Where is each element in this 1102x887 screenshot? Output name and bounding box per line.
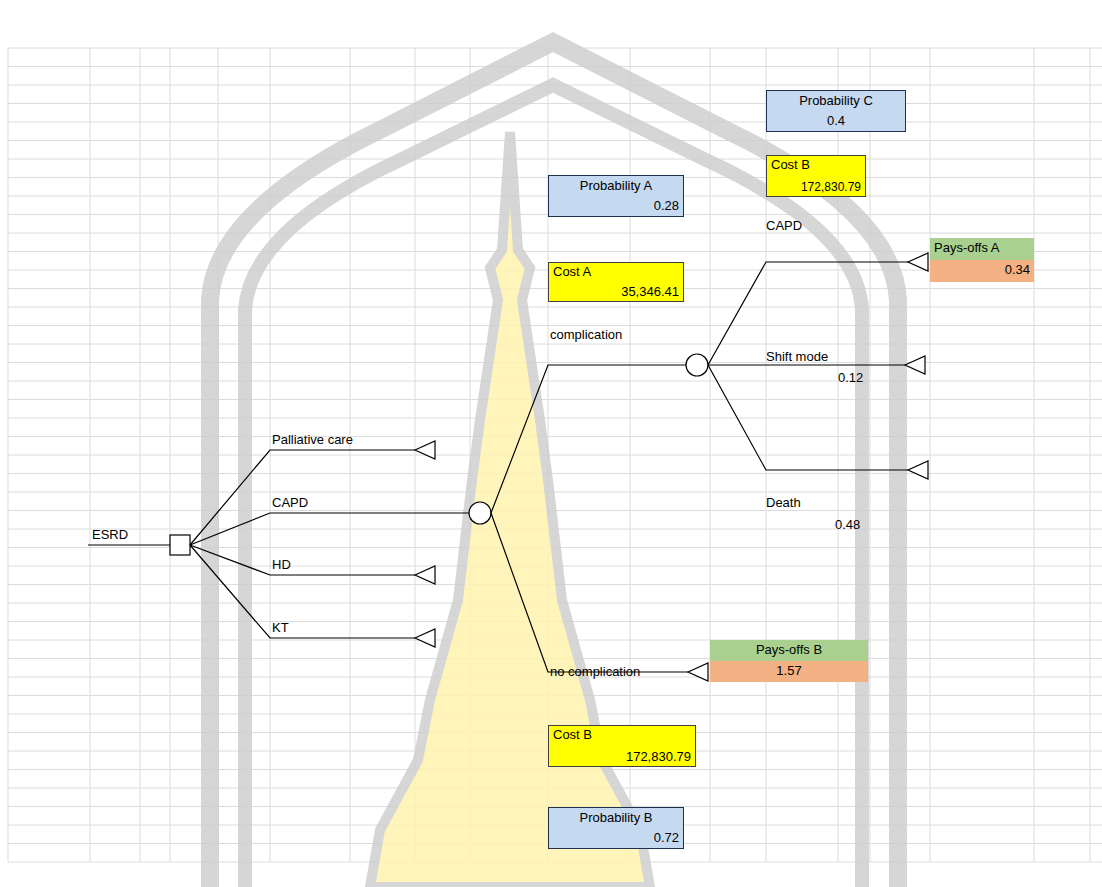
branch-label: CAPD	[272, 495, 308, 511]
tree-branch	[491, 513, 688, 672]
box-value: 0.72	[553, 830, 679, 846]
grid-line	[8, 66, 1102, 67]
tree-branch	[190, 450, 415, 545]
decision-square	[170, 535, 190, 555]
probability-box: Probability A 0.28	[548, 175, 684, 217]
grid-line	[8, 399, 1102, 400]
box-title: Pays-offs A	[930, 238, 1034, 260]
branch-label: complication	[550, 327, 622, 343]
branch-label: CAPD	[766, 218, 802, 234]
watermark-spire	[370, 132, 650, 887]
grid-line	[8, 455, 1102, 456]
branch-label: 0.48	[835, 517, 860, 533]
terminal-triangle	[415, 629, 435, 647]
branch-label: no complication	[550, 664, 640, 680]
payoff-box: Pays-offs A0.34	[930, 238, 1034, 282]
grid-line	[8, 418, 1102, 419]
branch-label: Death	[766, 495, 801, 511]
box-title: Probability C	[771, 93, 901, 109]
box-value: 172,830.79	[771, 179, 861, 195]
box-value: 1.57	[710, 661, 868, 682]
box-title: Pays-offs B	[710, 640, 868, 661]
terminal-triangle	[908, 461, 928, 479]
terminal-triangle	[908, 253, 928, 271]
branch-label: Palliative care	[272, 432, 353, 448]
cost-box: Cost B 172,830.79	[766, 155, 866, 197]
grid-line	[8, 492, 1102, 493]
grid-line	[8, 344, 1102, 345]
box-value: 0.28	[553, 198, 679, 214]
tree-branch	[708, 365, 908, 470]
box-title: Cost B	[771, 157, 861, 173]
box-title: Probability A	[553, 178, 679, 194]
cost-box: Cost A 35,346.41	[548, 262, 684, 302]
terminal-triangle	[415, 441, 435, 459]
grid-line	[8, 307, 1102, 308]
decision-tree	[88, 253, 928, 681]
probability-box: Probability C 0.4	[766, 90, 906, 132]
tree-branch	[190, 513, 469, 545]
terminal-triangle	[415, 566, 435, 584]
tree-branch	[491, 365, 686, 513]
spreadsheet-grid	[8, 48, 1102, 862]
grid-line	[8, 325, 1102, 326]
grid-line	[8, 473, 1102, 474]
box-title: Probability B	[553, 810, 679, 826]
cost-box: Cost B 172,830.79	[548, 725, 696, 767]
probability-box: Probability B 0.72	[548, 807, 684, 849]
box-title: Cost B	[553, 727, 691, 743]
branch-label: KT	[272, 620, 289, 636]
branch-label: HD	[272, 557, 291, 573]
branch-label: Shift mode	[766, 349, 828, 365]
tree-branch	[708, 262, 908, 365]
box-title: Cost A	[553, 264, 679, 280]
tree-branch	[708, 364, 905, 365]
watermark-arch	[245, 85, 862, 887]
grid-line	[8, 436, 1102, 437]
watermark-arch	[210, 42, 898, 887]
payoff-box: Pays-offs B1.57	[710, 640, 868, 682]
grid-line	[8, 159, 1102, 160]
grid-line	[8, 122, 1102, 123]
branch-label: 0.12	[838, 370, 863, 386]
grid-line	[8, 140, 1102, 141]
terminal-triangle	[688, 663, 708, 681]
chance-circle	[469, 502, 491, 524]
box-value: 0.4	[771, 113, 901, 129]
chance-circle	[686, 354, 708, 376]
box-value: 35,346.41	[553, 284, 679, 300]
grid-line	[8, 381, 1102, 382]
tree-branch	[88, 544, 170, 545]
grid-line	[8, 103, 1102, 104]
branch-label: ESRD	[92, 527, 128, 543]
tree-branch	[190, 545, 415, 638]
tree-branch	[190, 545, 415, 575]
grid-line	[8, 233, 1102, 234]
grid-line	[8, 362, 1102, 363]
box-value: 172,830.79	[553, 749, 691, 765]
terminal-triangle	[905, 356, 925, 374]
watermark	[210, 42, 898, 887]
box-value: 0.34	[930, 260, 1034, 282]
